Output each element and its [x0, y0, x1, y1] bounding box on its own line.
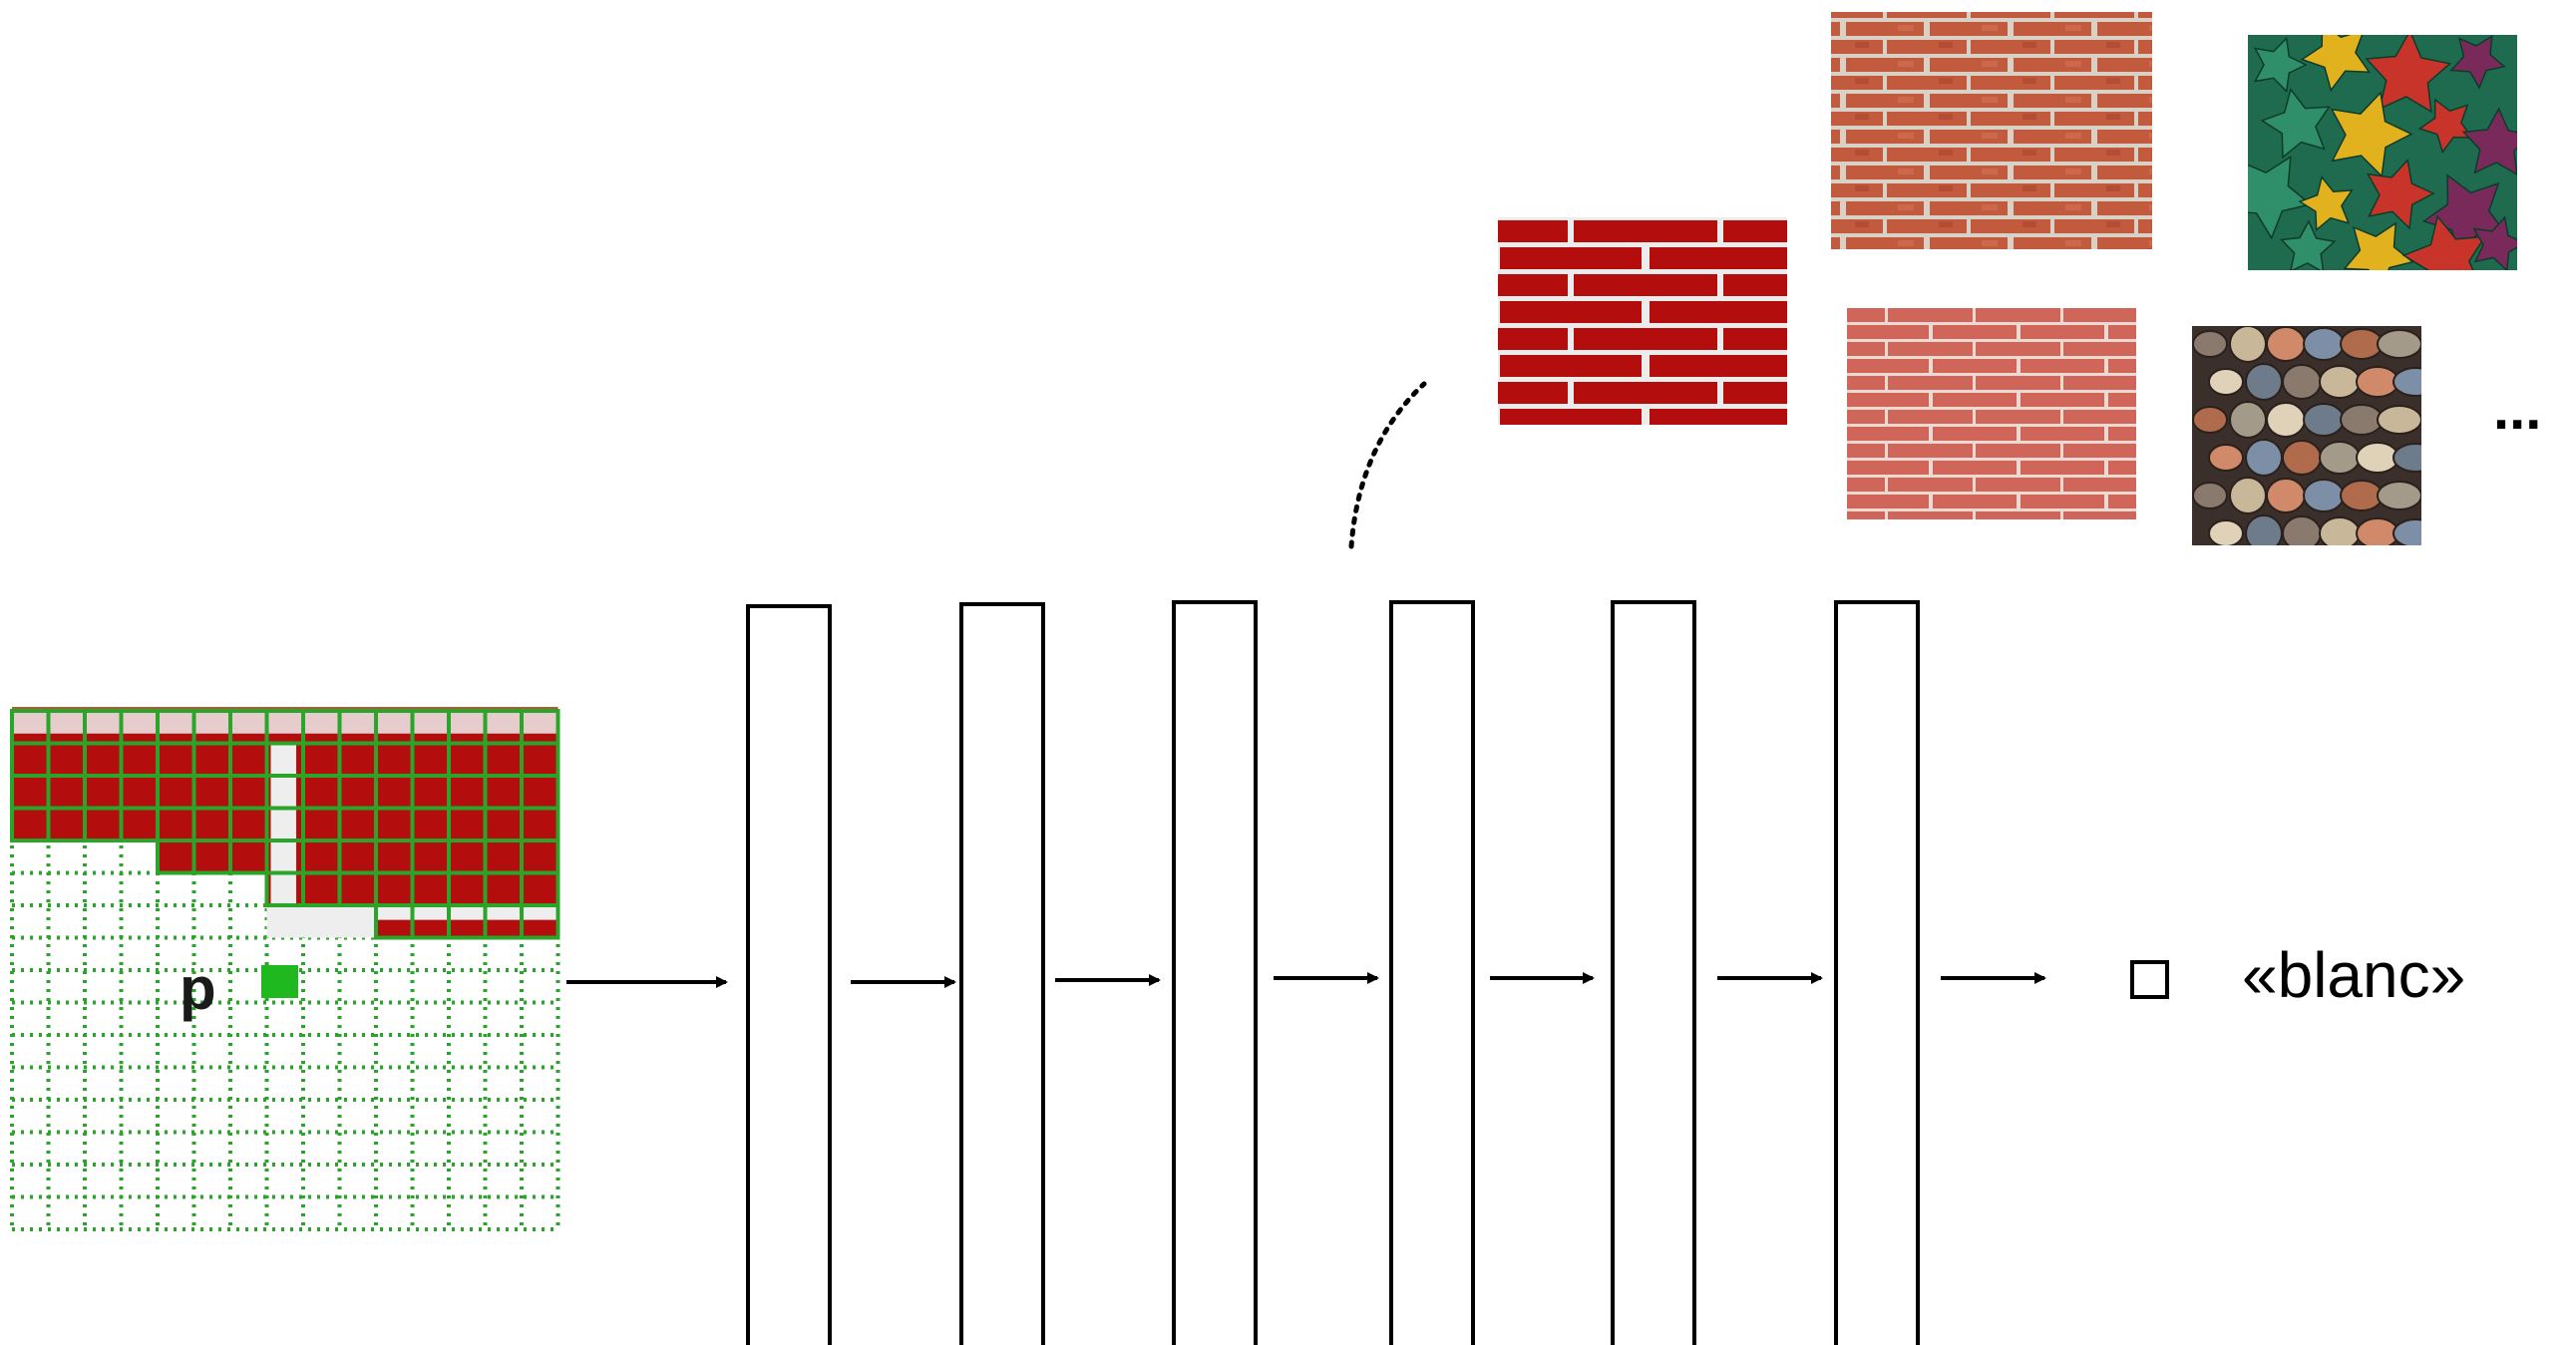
texture-autumn-leaves: [2227, 23, 2531, 300]
pebble: [2230, 478, 2266, 513]
ellipsis-label: ...: [2493, 377, 2541, 442]
output-node-box: [2132, 962, 2167, 997]
pebble: [2267, 327, 2305, 361]
pebble: [2230, 402, 2266, 438]
pebble: [2393, 519, 2437, 547]
texture-pink-brick: [1847, 308, 2136, 519]
brick-area: [158, 841, 558, 873]
texture-examples: ...: [1498, 12, 2541, 551]
pebble: [2304, 328, 2344, 360]
input-patch: p: [12, 707, 558, 1229]
mortar-area: [267, 905, 377, 938]
pebble: [2209, 445, 2243, 471]
pebble: [2341, 405, 2383, 435]
pebble: [2320, 366, 2360, 398]
pebbles-background: [2192, 326, 2421, 545]
texture-red-brick: [1498, 217, 1787, 425]
pebble: [2304, 404, 2344, 436]
pebble: [2193, 407, 2227, 433]
pebble: [2209, 369, 2243, 395]
brick-area: [376, 920, 558, 938]
dotted-connector: [1351, 384, 1424, 546]
texture-pebbles: [2192, 326, 2437, 551]
pebble: [2193, 483, 2227, 508]
layer-2: [961, 604, 1043, 1345]
pebble: [2267, 479, 2305, 512]
pebble: [2246, 515, 2282, 551]
mortar-line: [271, 744, 297, 906]
network-layers: [748, 602, 1918, 1345]
pebble: [2357, 518, 2398, 548]
pebble: [2341, 329, 2383, 359]
texture-orange-brick: [1831, 12, 2152, 249]
layer-1: [748, 606, 830, 1345]
pebble: [2357, 443, 2398, 473]
pebble: [2357, 367, 2398, 397]
output-label: «blanc»: [2242, 939, 2465, 1011]
pebble: [2267, 403, 2305, 437]
pebble: [2283, 365, 2321, 399]
pebble: [2193, 331, 2227, 357]
pebble: [2378, 482, 2421, 509]
pebble: [2304, 480, 2344, 511]
pebble: [2393, 368, 2437, 396]
layer-4: [1391, 602, 1473, 1345]
pebble: [2283, 516, 2321, 550]
pebble: [2209, 520, 2243, 546]
pebble: [2378, 330, 2421, 358]
pebble: [2341, 481, 2383, 510]
pebble: [2246, 364, 2282, 400]
pebble: [2378, 406, 2421, 434]
mortar-line: [12, 711, 558, 734]
current-pixel: [261, 965, 298, 998]
pebble: [2320, 517, 2360, 549]
layer-5: [1613, 602, 1694, 1345]
layer-6: [1836, 602, 1918, 1345]
pebble: [2320, 442, 2360, 474]
layer-3: [1174, 602, 1256, 1345]
pebble: [2230, 326, 2266, 362]
pebble: [2283, 441, 2321, 475]
pixel-p-label: p: [180, 955, 216, 1022]
pebble: [2393, 444, 2437, 472]
pebble: [2246, 440, 2282, 476]
